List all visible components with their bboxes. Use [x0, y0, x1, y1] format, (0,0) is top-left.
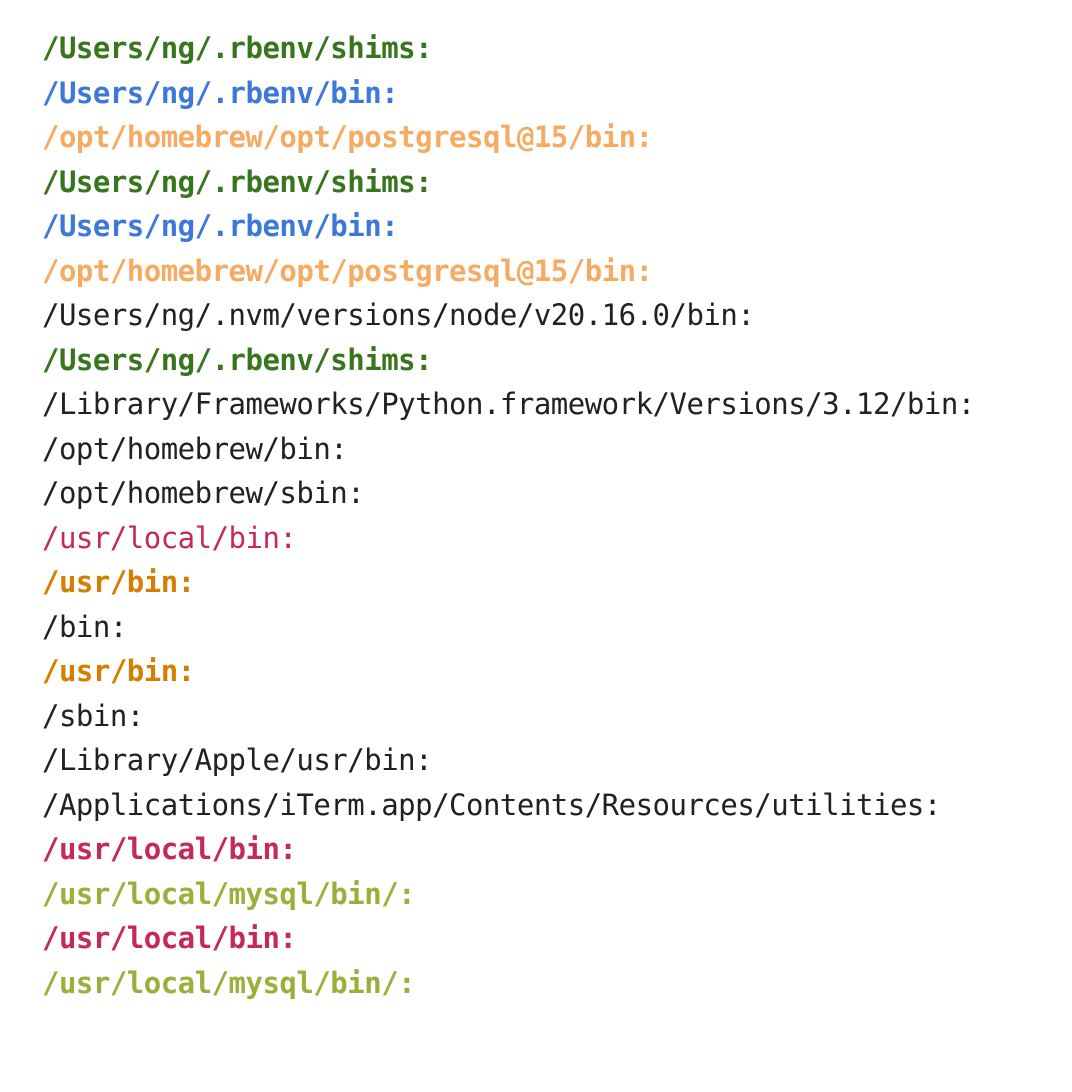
path-entry: /bin: [42, 609, 127, 644]
path-entry: /opt/homebrew/bin: [42, 431, 348, 466]
path-entry: /Users/ng/.rbenv/bin: [42, 75, 399, 110]
path-entry: /Users/ng/.nvm/versions/node/v20.16.0/bi… [42, 298, 755, 332]
path-entry: /opt/homebrew/opt/postgresql@15/bin: [42, 253, 653, 288]
path-entry: /usr/bin: [42, 654, 195, 688]
path-entry: /usr/local/mysql/bin/: [42, 965, 416, 1000]
path-entry: /opt/homebrew/opt/postgresql@15/bin: [42, 120, 653, 154]
path-entry: /Library/Frameworks/Python.framework/Ver… [42, 387, 975, 421]
path-entry: /usr/local/bin: [42, 520, 297, 555]
path-entry: /Users/ng/.rbenv/bin: [42, 209, 399, 243]
path-entry: /sbin: [42, 698, 144, 733]
path-entry: /Users/ng/.rbenv/shims: [42, 342, 433, 377]
path-list: /Users/ng/.rbenv/shims: /Users/ng/.rbenv/… [42, 31, 975, 1000]
path-entry: /Applications/iTerm.app/Contents/Resourc… [42, 787, 941, 822]
path-entry: /usr/bin: [42, 565, 195, 599]
path-entry: /Users/ng/.rbenv/shims: [42, 31, 433, 65]
path-entry: /Users/ng/.rbenv/shims: [42, 164, 433, 199]
path-entry: /Library/Apple/usr/bin: [42, 743, 433, 777]
path-entry: /usr/local/bin: [42, 832, 297, 866]
path-entry: /usr/local/bin: [42, 921, 297, 955]
path-entry: /opt/homebrew/sbin: [42, 476, 365, 510]
path-entry: /usr/local/mysql/bin/: [42, 876, 416, 911]
